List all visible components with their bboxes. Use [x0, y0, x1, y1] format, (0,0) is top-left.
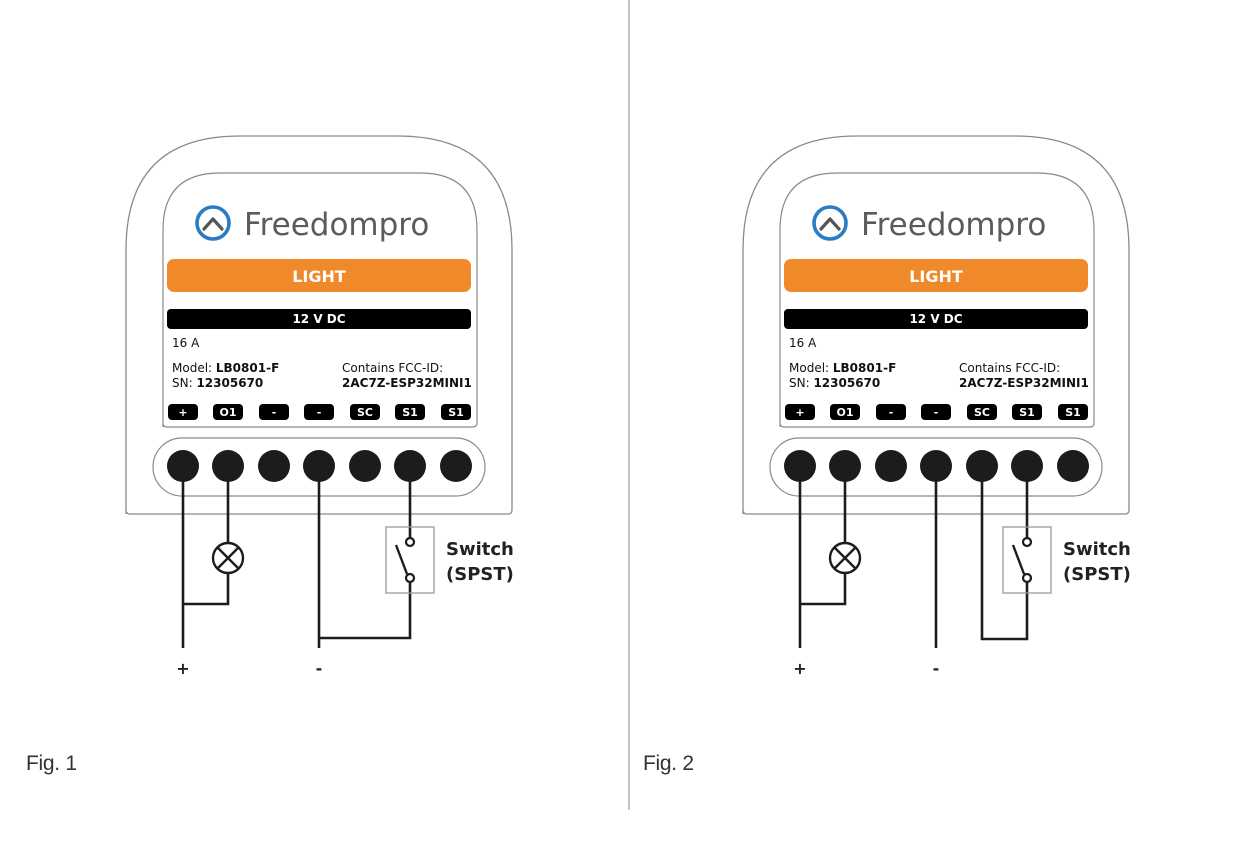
model-label: Model:: [172, 361, 216, 375]
terminal-screw: [258, 450, 290, 482]
terminal-label: O1: [219, 406, 236, 419]
brand-logo-chevron-icon: [202, 217, 224, 231]
terminal-label-badge: [213, 404, 243, 420]
brand-logo-icon: [812, 205, 848, 241]
terminal-label: +: [178, 406, 187, 419]
voltage-label: 12 V DC: [292, 312, 345, 326]
wire-switch-return: [319, 581, 412, 640]
model-line: Model: LB0801-F: [172, 361, 279, 375]
terminal-label-badge: [304, 404, 334, 420]
terminal-label: S1: [402, 406, 418, 419]
serial-value: 12305670: [196, 376, 263, 390]
brand-logo-chevron-icon: [819, 217, 841, 231]
brand-name: Freedompro: [861, 207, 1046, 243]
terminal-label-badge: [830, 404, 860, 420]
figure-divider: [628, 0, 630, 810]
terminal-screw: [440, 450, 472, 482]
terminal-label-badge: [785, 404, 815, 420]
terminal-label-badge: [967, 404, 997, 420]
switch-lever: [1011, 544, 1026, 575]
switch-contact: [404, 572, 416, 584]
terminal-label: SC: [974, 406, 990, 419]
terminal-label: -: [272, 406, 277, 419]
switch-contact: [404, 536, 416, 548]
terminal-label-badge: [395, 404, 425, 420]
brand-name: Freedompro: [244, 207, 429, 243]
terminal-label-badge: [441, 404, 471, 420]
model-value: LB0801-F: [216, 361, 279, 375]
label-plate: [779, 172, 1095, 428]
terminal-label-badge: [1058, 404, 1088, 420]
model-label: Model:: [789, 361, 833, 375]
terminal-screw: [875, 450, 907, 482]
terminal-label: S1: [448, 406, 464, 419]
fcc-label: Contains FCC-ID:: [959, 361, 1060, 375]
wire-switch-return: [980, 466, 1029, 641]
function-label: LIGHT: [909, 267, 963, 286]
fcc-value: 2AC7Z-ESP32MINI1: [959, 376, 1089, 390]
terminal-screw: [1057, 450, 1089, 482]
figure-caption: Fig. 2: [643, 752, 694, 775]
voltage-badge: [167, 309, 471, 329]
wire-lamp-return: [800, 573, 847, 606]
serial-line: SN: 12305670: [172, 376, 263, 390]
terminal-label: -: [889, 406, 894, 419]
lamp-cross: [216, 546, 240, 570]
model-line: Model: LB0801-F: [789, 361, 896, 375]
current-rating: 16 A: [172, 336, 200, 350]
positive-label: +: [793, 659, 806, 678]
serial-label: SN:: [172, 376, 196, 390]
terminal-label: +: [795, 406, 804, 419]
terminal-label: S1: [1065, 406, 1081, 419]
negative-label: -: [933, 659, 940, 678]
positive-label: +: [176, 659, 189, 678]
label-plate: [162, 172, 478, 428]
terminal-label: O1: [836, 406, 853, 419]
serial-line: SN: 12305670: [789, 376, 880, 390]
device-housing: [125, 135, 513, 515]
brand-logo-icon: [195, 205, 231, 241]
lamp-cross: [833, 546, 857, 570]
switch-lever: [394, 544, 409, 575]
terminal-label: SC: [357, 406, 373, 419]
switch-contact: [1021, 572, 1033, 584]
serial-label: SN:: [789, 376, 813, 390]
wire-lamp-return: [183, 573, 230, 606]
terminal-label: S1: [1019, 406, 1035, 419]
function-label: LIGHT: [292, 267, 346, 286]
voltage-label: 12 V DC: [909, 312, 962, 326]
switch-type-label: (SPST): [1063, 564, 1131, 585]
terminal-label: -: [317, 406, 322, 419]
switch-contact: [1021, 536, 1033, 548]
switch-label: Switch: [1063, 539, 1131, 560]
terminal-screw: [349, 450, 381, 482]
switch-box: [385, 526, 435, 594]
fcc-value: 2AC7Z-ESP32MINI1: [342, 376, 472, 390]
terminal-label-badge: [876, 404, 906, 420]
fcc-label: Contains FCC-ID:: [342, 361, 443, 375]
current-rating: 16 A: [789, 336, 817, 350]
switch-label: Switch: [446, 539, 514, 560]
voltage-badge: [784, 309, 1088, 329]
function-badge: [167, 259, 471, 292]
figure-caption: Fig. 1: [26, 752, 77, 775]
device-housing: [742, 135, 1130, 515]
function-badge: [784, 259, 1088, 292]
terminal-label-badge: [168, 404, 198, 420]
switch-type-label: (SPST): [446, 564, 514, 585]
serial-value: 12305670: [813, 376, 880, 390]
switch-box: [1002, 526, 1052, 594]
terminal-label-badge: [350, 404, 380, 420]
terminal-label-badge: [1012, 404, 1042, 420]
terminal-label: -: [934, 406, 939, 419]
terminal-label-badge: [921, 404, 951, 420]
negative-label: -: [316, 659, 323, 678]
terminal-label-badge: [259, 404, 289, 420]
model-value: LB0801-F: [833, 361, 896, 375]
